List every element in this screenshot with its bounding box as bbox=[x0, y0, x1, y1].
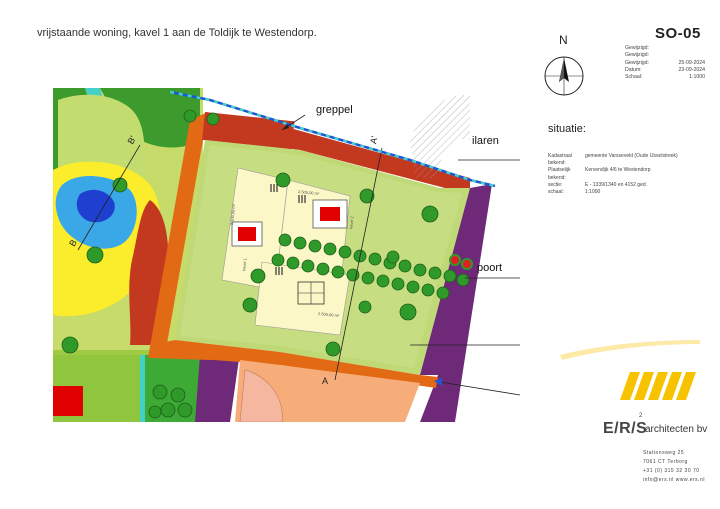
info-row: sectie:E - 1339/1340 en 4152 ged. bbox=[548, 181, 647, 188]
trees bbox=[61, 109, 470, 419]
parking-stripes bbox=[270, 184, 306, 275]
garden-circle bbox=[239, 369, 283, 422]
pond-inner bbox=[76, 189, 115, 223]
label-poort: poort bbox=[477, 262, 503, 274]
sheet-code: SO-05 bbox=[655, 25, 701, 42]
section-mark-a: A bbox=[322, 376, 329, 386]
ditch-dash bbox=[169, 90, 496, 188]
purple-strip-lower bbox=[195, 352, 240, 422]
north-label: N bbox=[559, 33, 568, 47]
info-row: Kadastraal bekend:gemeente Varsseveld (O… bbox=[548, 153, 678, 167]
north-arrow-icon bbox=[544, 56, 584, 96]
house-1-roof bbox=[238, 227, 256, 241]
wooded-area-east bbox=[100, 88, 200, 148]
info-row: schaal:1:1000 bbox=[548, 189, 601, 196]
situatie-heading: situatie: bbox=[548, 123, 586, 135]
red-building bbox=[53, 386, 83, 416]
house-2-roof bbox=[320, 207, 340, 221]
road-south-join bbox=[150, 345, 210, 360]
meta-row: Gewijzigd:25-09-2024 bbox=[625, 59, 705, 66]
section-line-b bbox=[77, 144, 141, 251]
label-greppel: greppel bbox=[316, 104, 353, 116]
meta-row: Gewijzigd: bbox=[625, 45, 649, 51]
meta-row: Datum:23-09-2024 bbox=[625, 66, 705, 73]
logo-superscript: 2 bbox=[639, 413, 643, 419]
address-line: Stationsweg 25 bbox=[643, 450, 685, 456]
logo-name: E/R/S bbox=[603, 420, 648, 437]
situatie-info: Kadastraal bekend:gemeente Varsseveld (O… bbox=[548, 153, 678, 196]
purple-strip bbox=[420, 184, 492, 422]
drawing-title: vrijstaande woning, kavel 1 aan de Toldi… bbox=[37, 27, 317, 39]
fruit-trees bbox=[449, 254, 473, 270]
road-west bbox=[148, 112, 208, 358]
label-ilaren: ilaren bbox=[472, 135, 499, 147]
address-line: info@ers.nl www.ers.nl bbox=[643, 477, 705, 483]
section-line-a bbox=[334, 147, 383, 381]
logo-subtitle: architecten bv bbox=[645, 424, 708, 435]
info-row: Plaatselijk bekend:Kervendijk 4/6 te Wes… bbox=[548, 167, 651, 181]
road-leader bbox=[439, 381, 521, 396]
road-south bbox=[150, 340, 438, 388]
revision-block: Gewijzigd: Gewijzigd: Gewijzigd:25-09-20… bbox=[625, 45, 705, 81]
office-address: Stationsweg 25 7061 CT Terborg +31 (0) 3… bbox=[643, 449, 705, 485]
meta-row: Gewijzigd: bbox=[625, 52, 649, 59]
neighbour-field bbox=[410, 94, 470, 178]
address-line: 7061 CT Terborg bbox=[643, 459, 688, 465]
house-1 bbox=[231, 221, 263, 247]
ers-logo-graphic bbox=[560, 340, 700, 400]
hedge-north-west bbox=[202, 111, 295, 150]
address-line: +31 (0) 315 32 30 70 bbox=[643, 468, 700, 474]
meta-row: Schaal:1:1000 bbox=[625, 74, 705, 81]
